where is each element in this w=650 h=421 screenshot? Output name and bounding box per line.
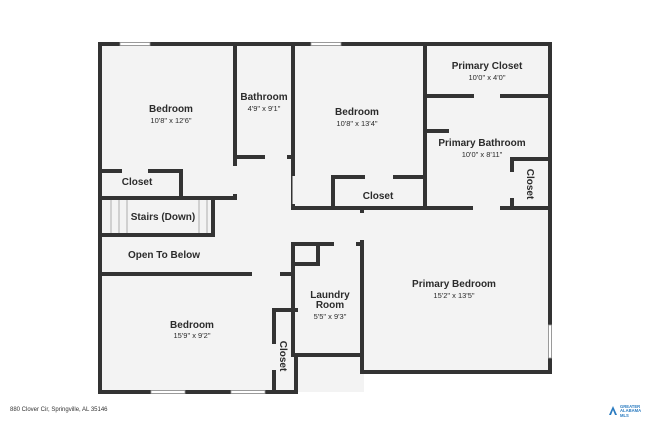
floor-area <box>100 44 550 392</box>
primary-bedroom-name: Primary Bedroom <box>412 279 496 290</box>
mls-logo-text: GREATER ALABAMA MLS <box>620 404 642 418</box>
bathroom-dims: 4'9" x 9'1" <box>248 104 281 113</box>
open-to-below-name: Open To Below <box>128 250 200 261</box>
primary-bathroom-name: Primary Bathroom <box>438 138 525 149</box>
closet-left-name: Closet <box>122 177 153 188</box>
laundry-name-line1: Laundry <box>310 290 350 301</box>
closet-bottom-name: Closet <box>277 341 288 372</box>
stairs-label-bg <box>128 206 198 226</box>
bedroom-top-left-dims: 10'8" x 12'6" <box>150 116 191 125</box>
bedroom-bottom-left-dims: 15'9" x 9'2" <box>174 331 211 340</box>
stairs-name: Stairs (Down) <box>131 212 195 223</box>
address-footer: 880 Clover Cir, Springville, AL 35146 <box>10 407 108 413</box>
mls-logo-icon <box>609 406 617 415</box>
primary-closet-dims: 10'0" x 4'0" <box>469 73 506 82</box>
bedroom-top-mid-name: Bedroom <box>335 107 379 118</box>
closet-mid-name: Closet <box>363 191 394 202</box>
bedroom-top-mid-dims: 10'8" x 13'4" <box>336 119 377 128</box>
closet-primary-bath-name: Closet <box>524 169 535 200</box>
bedroom-top-left-name: Bedroom <box>149 104 193 115</box>
primary-bedroom-dims: 15'2" x 13'5" <box>433 291 474 300</box>
primary-bathroom-dims: 10'0" x 8'11" <box>462 150 503 159</box>
bathroom-name: Bathroom <box>240 92 287 103</box>
laundry-dims: 5'5" x 9'3" <box>314 312 347 321</box>
stairs-treads <box>110 200 208 233</box>
mls-logo-line1: GREATER <box>620 404 641 409</box>
mls-logo-line3: MLS <box>620 412 629 418</box>
laundry-name-line2: Room <box>316 300 344 311</box>
mls-logo: GREATER ALABAMA MLS <box>608 404 644 418</box>
primary-closet-name: Primary Closet <box>452 61 523 72</box>
bedroom-bottom-left-name: Bedroom <box>170 320 214 331</box>
door-openings <box>122 93 515 370</box>
mls-logo-line2: ALABAMA <box>620 408 642 414</box>
windows <box>119 42 552 394</box>
